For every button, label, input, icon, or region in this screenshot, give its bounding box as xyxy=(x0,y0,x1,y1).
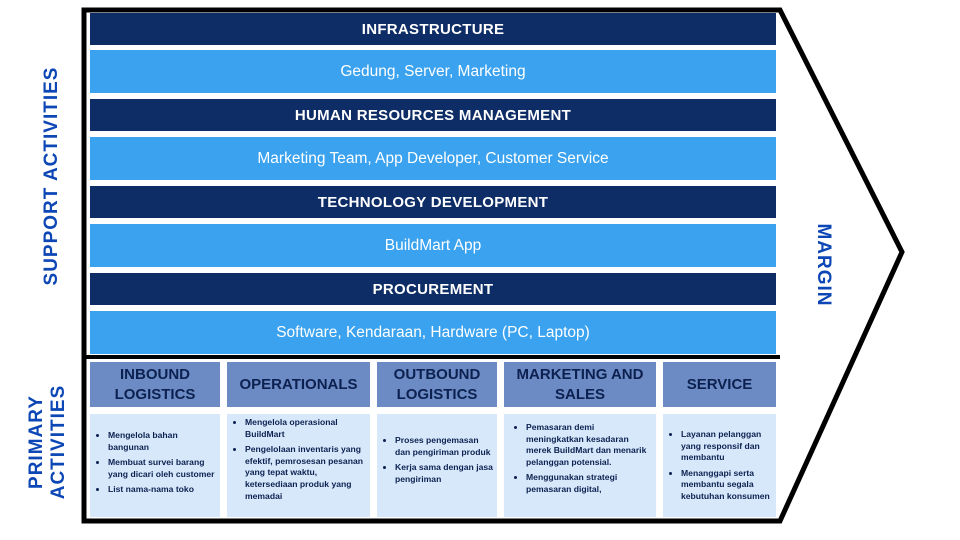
support-detail-infrastructure: Gedung, Server, Marketing xyxy=(90,50,776,93)
list-item: Proses pengemasan dan pengiriman produk xyxy=(395,435,493,458)
primary-header-operationals: OPERATIONALS xyxy=(227,362,370,407)
list-item: Pemasaran demi meningkatkan kesadaran me… xyxy=(526,422,652,468)
list-item: Menanggapi serta membantu segala kebutuh… xyxy=(681,468,772,503)
support-detail-procurement: Software, Kendaraan, Hardware (PC, Lapto… xyxy=(90,311,776,354)
support-title-infrastructure: INFRASTRUCTURE xyxy=(90,13,776,45)
list-item: Mengelola operasional BuildMart xyxy=(245,417,366,440)
primary-cell-marketing-sales: Pemasaran demi meningkatkan kesadaran me… xyxy=(504,414,656,517)
primary-header-service: SERVICE xyxy=(663,362,776,407)
primary-cell-inbound-logistics: Mengelola bahan bangunan Membuat survei … xyxy=(90,414,220,517)
primary-cell-outbound-logistics: Proses pengemasan dan pengiriman produk … xyxy=(377,414,497,517)
list-item: Membuat survei barang yang dicari oleh c… xyxy=(108,457,216,480)
list-item: Mengelola bahan bangunan xyxy=(108,430,216,453)
support-activities-label: SUPPORT ACTIVITIES xyxy=(41,66,62,286)
list-item: List nama-nama toko xyxy=(108,484,216,496)
list-item: Menggunakan strategi pemasaran digital, xyxy=(526,472,652,495)
primary-activities-label: PRIMARY ACTIVITIES xyxy=(26,384,69,500)
support-title-hrm: HUMAN RESOURCES MANAGEMENT xyxy=(90,99,776,131)
support-title-technology: TECHNOLOGY DEVELOPMENT xyxy=(90,186,776,218)
list-item: Pengelolaan inventaris yang efektif, pem… xyxy=(245,444,366,502)
support-title-procurement: PROCUREMENT xyxy=(90,273,776,305)
list-item: Layanan pelanggan yang responsif dan mem… xyxy=(681,429,772,464)
primary-cell-service: Layanan pelanggan yang responsif dan mem… xyxy=(663,414,776,517)
margin-label: MARGIN xyxy=(813,223,834,307)
support-detail-hrm: Marketing Team, App Developer, Customer … xyxy=(90,137,776,180)
primary-cell-operationals: Mengelola operasional BuildMart Pengelol… xyxy=(227,414,370,517)
list-item: Kerja sama dengan jasa pengiriman xyxy=(395,462,493,485)
support-detail-technology: BuildMart App xyxy=(90,224,776,267)
